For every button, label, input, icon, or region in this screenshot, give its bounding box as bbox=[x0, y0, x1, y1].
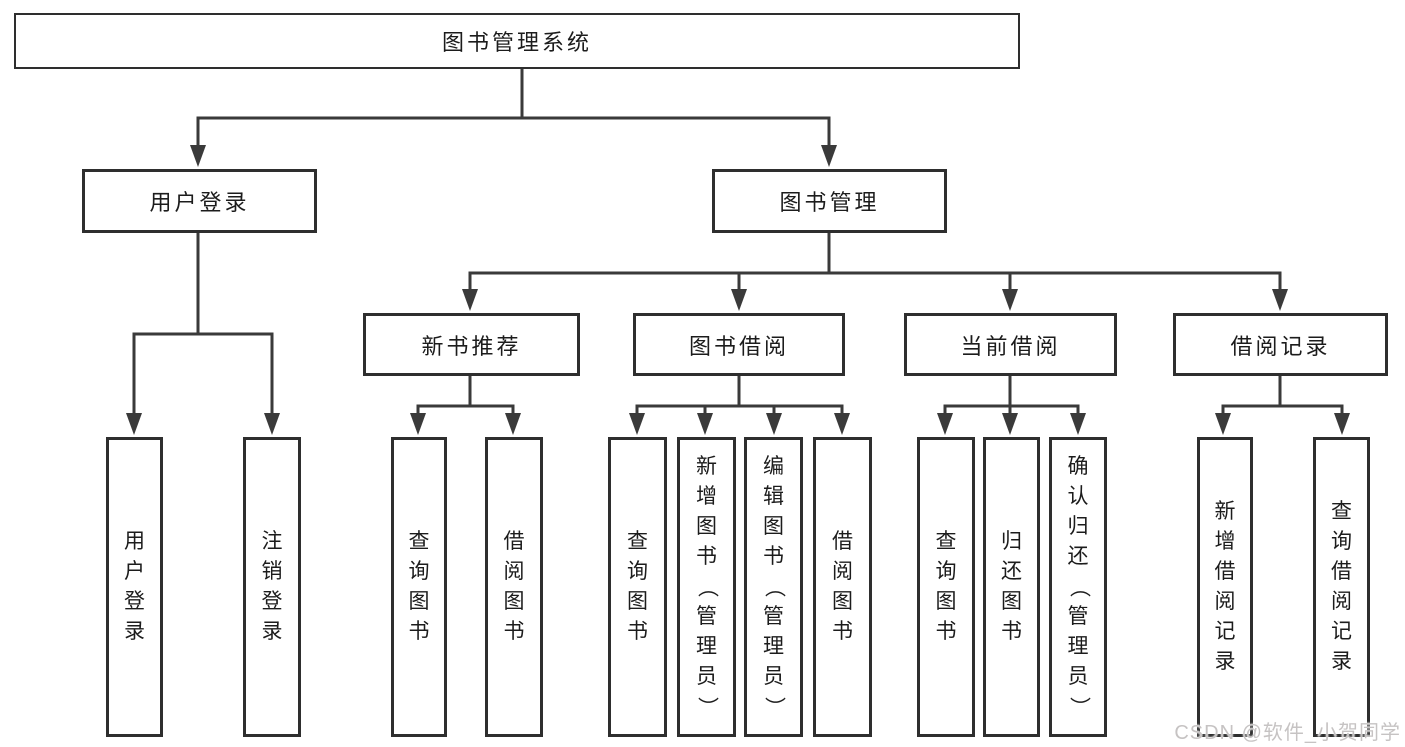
node-label: 图书借阅 bbox=[688, 333, 789, 359]
node-label: 注销登录 bbox=[261, 530, 283, 643]
node-label: 编辑图书（管理员） bbox=[762, 455, 786, 718]
leaf-query-books-3: 查询图书 bbox=[917, 437, 975, 737]
leaf-add-books-admin: 新增图书（管理员） bbox=[677, 437, 736, 737]
leaf-add-borrow-record: 新增借阅记录 bbox=[1197, 437, 1253, 737]
leaf-user-login: 用户登录 bbox=[106, 437, 163, 737]
node-label: 用户登录 bbox=[124, 530, 145, 643]
node-new-book-recommend: 新书推荐 bbox=[363, 313, 580, 376]
node-label: 用户登录 bbox=[149, 190, 250, 215]
leaf-edit-books-admin: 编辑图书（管理员） bbox=[744, 437, 803, 737]
node-book-borrow: 图书借阅 bbox=[633, 313, 845, 376]
node-label: 新增借阅记录 bbox=[1214, 500, 1236, 673]
node-book-management-branch: 图书管理 bbox=[712, 169, 947, 233]
node-label: 借阅图书 bbox=[832, 530, 853, 643]
csdn-watermark: CSDN @软件_小贺同学 bbox=[1174, 722, 1401, 744]
node-label: 查询借阅记录 bbox=[1331, 500, 1352, 673]
node-label: 查询图书 bbox=[408, 530, 430, 643]
leaf-return-books: 归还图书 bbox=[983, 437, 1040, 737]
leaf-confirm-return-admin: 确认归还（管理员） bbox=[1049, 437, 1107, 737]
node-label: 图书管理系统 bbox=[441, 30, 592, 55]
node-label: 借阅记录 bbox=[1230, 333, 1331, 359]
leaf-logout: 注销登录 bbox=[243, 437, 301, 737]
node-label: 归还图书 bbox=[1001, 530, 1022, 643]
node-label: 当前借阅 bbox=[960, 333, 1061, 359]
leaf-query-books-2: 查询图书 bbox=[608, 437, 667, 737]
node-library-management-system: 图书管理系统 bbox=[14, 13, 1020, 69]
node-current-borrow: 当前借阅 bbox=[904, 313, 1117, 376]
node-label: 查询图书 bbox=[627, 530, 648, 643]
node-label: 查询图书 bbox=[935, 530, 957, 643]
node-label: 图书管理 bbox=[779, 190, 880, 215]
node-borrow-records: 借阅记录 bbox=[1173, 313, 1388, 376]
node-user-login-branch: 用户登录 bbox=[82, 169, 317, 233]
leaf-borrow-books-1: 借阅图书 bbox=[485, 437, 543, 737]
leaf-query-books-1: 查询图书 bbox=[391, 437, 447, 737]
leaf-borrow-books-2: 借阅图书 bbox=[813, 437, 872, 737]
node-label: 新增图书（管理员） bbox=[695, 455, 719, 718]
node-label: 借阅图书 bbox=[503, 530, 525, 643]
node-label: 确认归还（管理员） bbox=[1067, 455, 1090, 718]
node-label: 新书推荐 bbox=[421, 333, 522, 359]
leaf-query-borrow-record: 查询借阅记录 bbox=[1313, 437, 1370, 737]
